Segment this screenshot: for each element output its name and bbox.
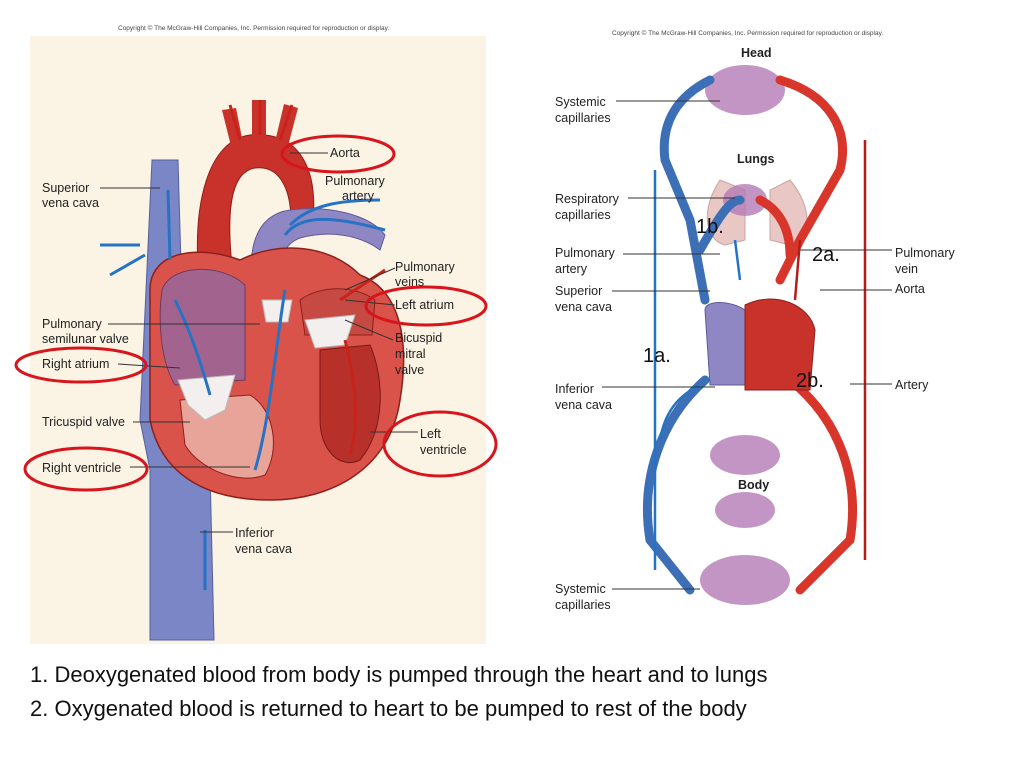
- right-red-arrows: [793, 140, 867, 560]
- label-lungs: Lungs: [737, 152, 775, 166]
- label-inferior-vena-cava-right-1: Inferior: [555, 382, 594, 396]
- label-superior-vena-cava-right-2: vena cava: [555, 300, 612, 314]
- pulmonary-valve-shape: [261, 299, 293, 323]
- label-systemic-capillaries-bottom-1: Systemic: [555, 582, 606, 596]
- highlight-circle-left-atrium: [364, 285, 488, 327]
- step-2b-label: 2b.: [796, 370, 824, 392]
- oxygenated-vessels: [755, 75, 857, 595]
- label-inferior-vena-cava-2: vena cava: [235, 542, 292, 556]
- label-inferior-vena-cava-right-2: vena cava: [555, 398, 612, 412]
- step-1a-label: 1a.: [643, 345, 671, 367]
- label-pulmonary-artery-right-2: artery: [555, 262, 587, 276]
- step-1b-label: 1b.: [696, 216, 724, 238]
- left-leader-lines: [100, 152, 418, 533]
- step-2a-label: 2a.: [812, 244, 840, 266]
- caption-line-1: 1. Deoxygenated blood from body is pumpe…: [30, 662, 768, 687]
- label-respiratory-capillaries-1: Respiratory: [555, 192, 619, 206]
- deoxygenated-flow-arrows: [100, 189, 386, 590]
- right-leader-lines: [602, 100, 892, 590]
- oxygenated-flow-arrows: [228, 100, 386, 456]
- highlight-circle-right-atrium: [14, 346, 148, 384]
- right-blue-arrows: [653, 170, 742, 570]
- label-aorta: Aorta: [330, 146, 360, 160]
- label-left-atrium: Left atrium: [395, 298, 455, 312]
- label-superior-vena-cava-1: Superior: [42, 181, 90, 195]
- highlight-circle-aorta: [280, 134, 396, 174]
- label-pulmonary-vein-2: vein: [895, 262, 918, 276]
- label-inferior-vena-cava-1: Inferior: [235, 526, 274, 540]
- label-artery: Artery: [895, 378, 929, 392]
- label-pulmonary-veins-1: Pulmonary: [395, 260, 455, 274]
- label-bicuspid-1: Bicuspid: [395, 331, 443, 345]
- label-tricuspid-valve: Tricuspid valve: [42, 415, 125, 429]
- label-right-atrium: Right atrium: [42, 357, 110, 371]
- label-head: Head: [741, 46, 772, 60]
- left-ventricle-shape: [319, 344, 381, 463]
- label-left-ventricle-2: ventricle: [420, 443, 467, 457]
- caption-line-2: 2. Oxygenated blood is returned to heart…: [30, 696, 747, 721]
- left-copyright: Copyright © The McGraw-Hill Companies, I…: [118, 25, 390, 32]
- tricuspid-valve-shape: [177, 374, 236, 421]
- label-systemic-capillaries-top-2: capillaries: [555, 111, 611, 125]
- circulation-heart-right: [744, 298, 816, 391]
- label-aorta-right: Aorta: [895, 282, 925, 296]
- label-pulmonary-artery-2: artery: [342, 189, 374, 203]
- label-bicuspid-3: valve: [395, 363, 425, 377]
- label-respiratory-capillaries-2: capillaries: [555, 208, 611, 222]
- label-pulmonary-veins-2: veins: [395, 275, 425, 289]
- capillary-beds: [700, 65, 790, 605]
- label-left-ventricle-1: Left: [420, 427, 441, 441]
- label-pulmonary-vein-1: Pulmonary: [895, 246, 955, 260]
- label-pulmonary-semilunar-2: semilunar valve: [42, 332, 129, 346]
- label-superior-vena-cava-2: vena cava: [42, 196, 99, 210]
- highlight-circle-right-ventricle: [23, 446, 149, 492]
- right-copyright: Copyright © The McGraw-Hill Companies, I…: [612, 30, 884, 37]
- label-body: Body: [738, 478, 770, 492]
- label-bicuspid-2: mitral: [395, 347, 426, 361]
- label-pulmonary-artery-1: Pulmonary: [325, 174, 385, 188]
- label-systemic-capillaries-top-1: Systemic: [555, 95, 606, 109]
- label-systemic-capillaries-bottom-2: capillaries: [555, 598, 611, 612]
- label-pulmonary-semilunar-1: Pulmonary: [42, 317, 102, 331]
- label-pulmonary-artery-right-1: Pulmonary: [555, 246, 615, 260]
- highlight-circle-left-ventricle: [382, 410, 498, 478]
- circulation-heart-left: [704, 302, 746, 386]
- label-right-ventricle: Right ventricle: [42, 461, 122, 475]
- highlight-circles: [14, 134, 498, 492]
- label-superior-vena-cava-right-1: Superior: [555, 284, 603, 298]
